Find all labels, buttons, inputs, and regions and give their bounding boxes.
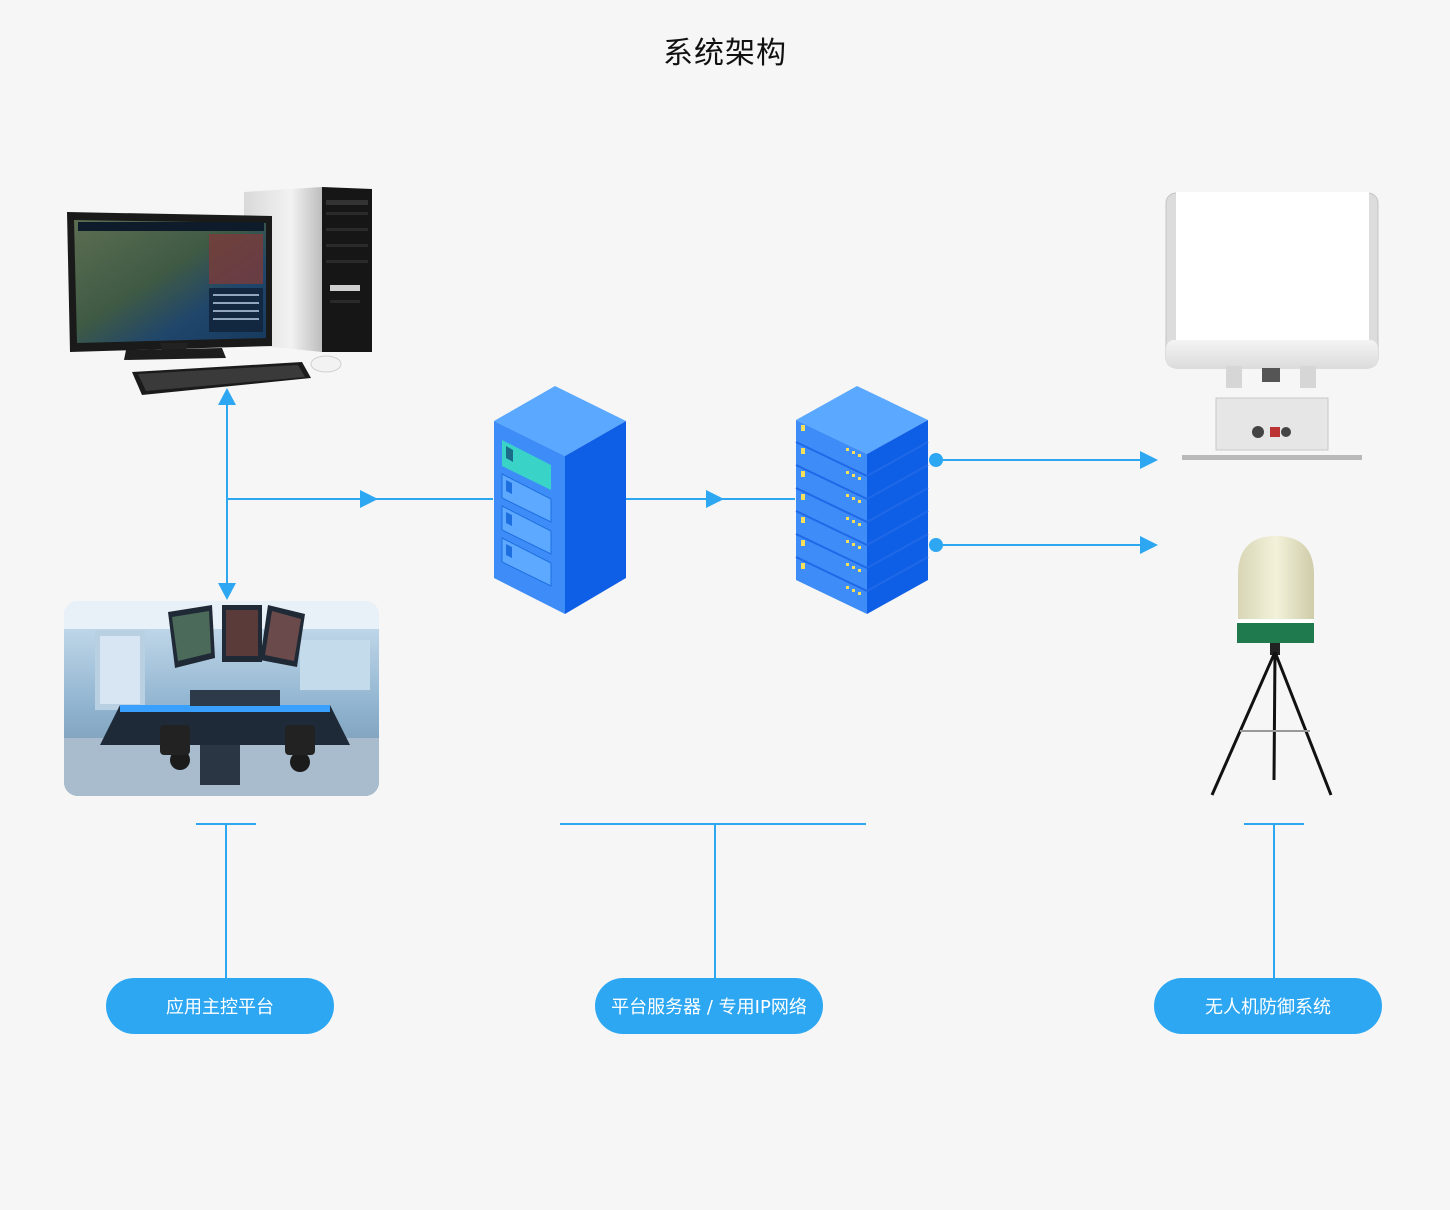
control-platform-label[interactable]: 应用主控平台: [106, 978, 334, 1034]
arrow-down-icon: [218, 583, 236, 600]
connector-dot: [929, 538, 943, 552]
defense-system-label[interactable]: 无人机防御系统: [1154, 978, 1382, 1034]
desktop-computer-image: [67, 187, 372, 395]
arrow-up-icon: [218, 388, 236, 405]
server-rack-icon: [795, 386, 929, 614]
connector-arrows: [218, 388, 1158, 600]
arrow-right-icon: [1140, 451, 1158, 469]
control-room-image: [64, 601, 379, 796]
radar-panel-image: [1165, 192, 1379, 460]
connector-lines: [196, 400, 1304, 978]
connector-dot: [929, 453, 943, 467]
arrow-right-icon: [1140, 536, 1158, 554]
server-network-label[interactable]: 平台服务器 / 专用IP网络: [595, 978, 823, 1034]
page-title: 系统架构: [663, 36, 787, 71]
arrow-right-icon: [360, 490, 378, 508]
server-cabinet-icon: [494, 386, 626, 614]
dome-sensor-image: [1210, 536, 1333, 796]
arrow-right-icon: [706, 490, 724, 508]
